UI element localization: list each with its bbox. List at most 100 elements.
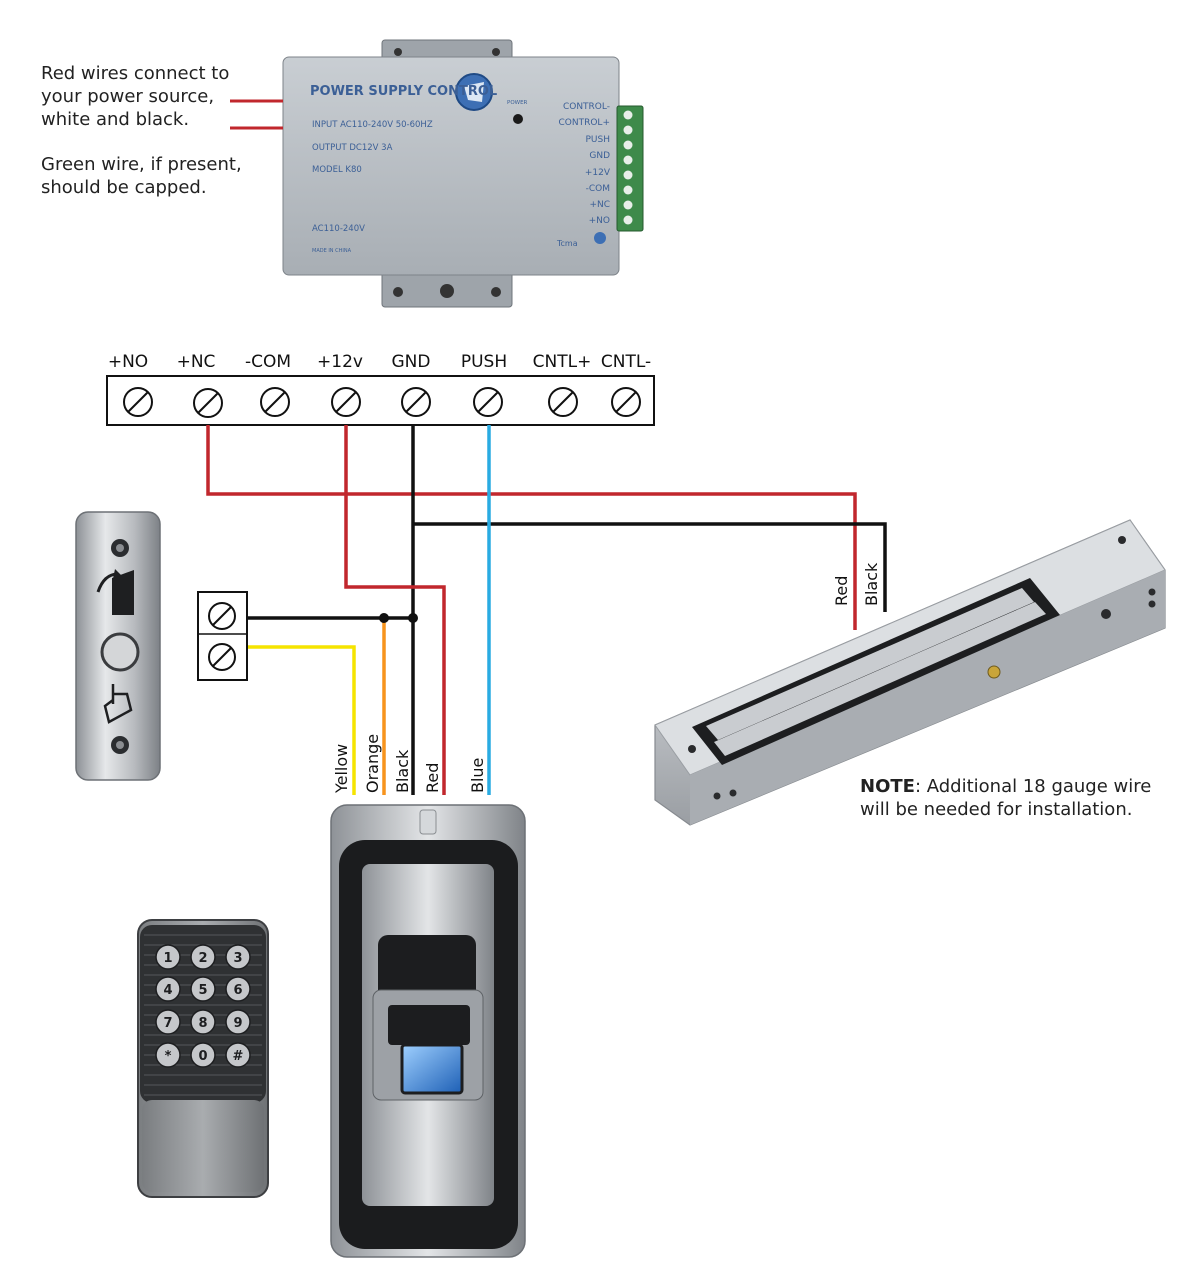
screw-icon bbox=[208, 602, 236, 630]
fingerprint-sensor bbox=[400, 1043, 464, 1095]
keypad-key: # bbox=[225, 1042, 251, 1068]
finger-guide bbox=[378, 935, 476, 1005]
psu-terminal-label: PUSH bbox=[586, 135, 611, 145]
power-supply-screws bbox=[623, 110, 633, 225]
brand-mark-icon bbox=[594, 232, 606, 244]
note-line: NOTE: Additional 18 gauge wire bbox=[860, 775, 1151, 798]
keypad-key: 8 bbox=[190, 1009, 216, 1035]
terminal-label: CNTL- bbox=[601, 352, 651, 372]
exit-push-button bbox=[100, 632, 140, 672]
wire-gnd-to-lock bbox=[413, 522, 887, 612]
screw-icon bbox=[208, 643, 236, 671]
reader-wire-labels: Yellow Orange Black Red Blue bbox=[332, 734, 487, 794]
svg-text:3: 3 bbox=[233, 951, 242, 966]
note-text: : Additional 18 gauge wire bbox=[914, 776, 1152, 797]
screw-icon bbox=[331, 387, 361, 417]
svg-text:9: 9 bbox=[233, 1016, 242, 1031]
psu-output: OUTPUT DC12V 3A bbox=[312, 143, 393, 153]
keypad-key: 4 bbox=[155, 976, 181, 1002]
keypad-key: 2 bbox=[190, 944, 216, 970]
screw-icon bbox=[260, 387, 290, 417]
terminal-label: +12v bbox=[317, 352, 363, 372]
wire-label: Blue bbox=[468, 758, 487, 793]
psu-title: POWER SUPPLY CONTROL bbox=[310, 84, 497, 99]
wire-nc-to-lock bbox=[206, 425, 857, 630]
wire-label: Orange bbox=[363, 734, 382, 793]
svg-text:4: 4 bbox=[163, 983, 172, 998]
lock-wire-label-red: Red bbox=[832, 576, 851, 606]
keypad-key: * bbox=[155, 1042, 181, 1068]
svg-text:7: 7 bbox=[163, 1016, 172, 1031]
note-line: will be needed for installation. bbox=[860, 799, 1133, 820]
screw-icon bbox=[473, 387, 503, 417]
keypad-key: 7 bbox=[155, 1009, 181, 1035]
keypad-key: 1 bbox=[155, 944, 181, 970]
wire-label: Yellow bbox=[332, 744, 351, 794]
terminal-labels: +NO +NC -COM +12v GND PUSH CNTL+ CNTL- bbox=[108, 352, 651, 372]
wire-12v-to-reader bbox=[344, 425, 446, 795]
psu-model: MODEL K80 bbox=[312, 165, 362, 175]
psu-brand: Tcma bbox=[556, 239, 578, 248]
exit-button-plate bbox=[75, 511, 161, 781]
svg-text:6: 6 bbox=[233, 983, 242, 998]
note-line: white and black. bbox=[41, 109, 190, 130]
psu-made-in: MADE IN CHINA bbox=[312, 248, 352, 254]
hand-press-icon bbox=[103, 684, 133, 724]
psu-ac: AC110-240V bbox=[312, 224, 365, 234]
green-wire-note: Green wire, if present, should be capped… bbox=[41, 153, 242, 199]
wire-label: Red bbox=[423, 763, 442, 793]
wire-label: Black bbox=[393, 749, 412, 793]
keypad-key: 5 bbox=[190, 976, 216, 1002]
screw-icon bbox=[193, 388, 223, 418]
screw-icon bbox=[611, 387, 641, 417]
svg-text:#: # bbox=[233, 1049, 244, 1064]
installation-note: NOTE: Additional 18 gauge wire will be n… bbox=[860, 775, 1151, 821]
terminal-label: CNTL+ bbox=[533, 352, 592, 372]
remote-keypad: 1 2 3 4 5 6 7 8 9 * 0 # bbox=[137, 919, 269, 1198]
wiring bbox=[206, 425, 887, 795]
keypad-key: 0 bbox=[190, 1042, 216, 1068]
psu-terminal-label: -COM bbox=[586, 184, 610, 194]
svg-text:0: 0 bbox=[198, 1049, 207, 1064]
psu-terminal-label: CONTROL+ bbox=[559, 118, 611, 128]
note-line: your power source, bbox=[41, 86, 215, 107]
terminal-block: +NO +NC -COM +12v GND PUSH CNTL+ CNTL- bbox=[106, 352, 655, 426]
keypad-key: 9 bbox=[225, 1009, 251, 1035]
wire-junction bbox=[408, 613, 418, 623]
note-line: Red wires connect to bbox=[41, 63, 230, 84]
terminal-label: +NO bbox=[108, 352, 148, 372]
wire-junction bbox=[379, 613, 389, 623]
psu-input: INPUT AC110-240V 50-60HZ bbox=[312, 120, 433, 130]
wire-yellow bbox=[247, 645, 356, 795]
psu-terminal-label: +12V bbox=[585, 168, 611, 178]
psu-terminal-label: +NO bbox=[589, 216, 610, 226]
screw-icon bbox=[548, 387, 578, 417]
keypad-keys: 1 2 3 4 5 6 7 8 9 * 0 # bbox=[155, 944, 251, 1068]
terminal-screws bbox=[123, 387, 641, 418]
psu-terminal-label: GND bbox=[589, 151, 610, 161]
psu-power-label: POWER bbox=[507, 100, 528, 106]
keypad-key: 6 bbox=[225, 976, 251, 1002]
svg-text:2: 2 bbox=[198, 951, 207, 966]
screw-icon bbox=[123, 387, 153, 417]
fingerprint-reader bbox=[330, 804, 526, 1258]
power-source-note: Red wires connect to your power source, … bbox=[41, 62, 229, 131]
lock-wire-label-black: Black bbox=[862, 562, 881, 606]
door-exit-icon bbox=[96, 569, 134, 615]
svg-text:8: 8 bbox=[198, 1016, 207, 1031]
note-bold: NOTE bbox=[860, 776, 915, 797]
psu-terminal-labels: CONTROL- CONTROL+ PUSH GND +12V -COM +NC… bbox=[559, 102, 611, 226]
keypad-key: 3 bbox=[225, 944, 251, 970]
brand-logo bbox=[455, 73, 493, 111]
psu-terminal-label: CONTROL- bbox=[563, 102, 610, 112]
svg-text:1: 1 bbox=[163, 951, 172, 966]
power-led bbox=[513, 114, 523, 124]
button-terminal bbox=[197, 591, 248, 681]
svg-text:5: 5 bbox=[198, 983, 207, 998]
terminal-label: GND bbox=[392, 352, 431, 372]
psu-terminal-label: +NC bbox=[589, 200, 610, 210]
terminal-label: -COM bbox=[245, 352, 291, 372]
screw-icon bbox=[401, 387, 431, 417]
note-line: should be capped. bbox=[41, 177, 207, 198]
